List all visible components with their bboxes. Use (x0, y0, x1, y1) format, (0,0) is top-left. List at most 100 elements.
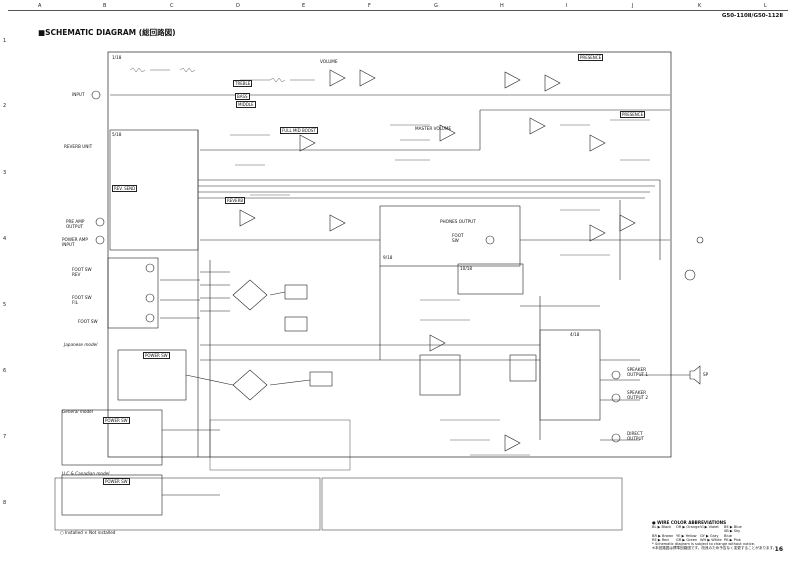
board-4-18-label: 4/18 (570, 332, 580, 337)
frame-top-line (8, 10, 788, 11)
page-number: 16 (774, 546, 783, 553)
foot-sw-label: FOOT SW (452, 233, 464, 243)
power-amp-input-label: POWER AMP INPUT (62, 237, 88, 247)
foot-board-outline (457, 263, 524, 295)
foot-sw-fil-label: FOOT SW FIL (72, 295, 92, 305)
phones-board-outline (379, 205, 521, 267)
legend-item: OR ▶ Orange (676, 525, 700, 530)
input-label: INPUT (72, 92, 85, 97)
power-transformer (419, 354, 461, 396)
foot-sw-rev-label: FOOT SW REV (72, 267, 92, 277)
foot-sw-2-label: FOOT SW (78, 319, 98, 324)
wire-color-legend: ● WIRE COLOR ABBREVIATIONS BL ▶ Black OR … (652, 520, 777, 551)
opamp-1 (329, 69, 346, 87)
reverb-label: REVERB (225, 197, 246, 204)
grid-row: 2 (3, 103, 7, 109)
notes-frame (209, 419, 351, 471)
legend-item: GY ▶ Gray (700, 533, 719, 538)
opamp-11 (589, 224, 606, 242)
grid-col: B (103, 3, 107, 9)
parts-table-frame (321, 477, 623, 531)
grid-col: D (236, 3, 240, 9)
grid-row: 4 (3, 236, 7, 242)
reverb-unit-label: REVERB UNIT (64, 144, 93, 149)
opamp-12 (619, 214, 636, 232)
opamp-6 (439, 124, 456, 142)
legend-item: RE ▶ Red (652, 537, 669, 542)
opamp-14 (504, 434, 521, 452)
foot-sw-block (107, 257, 159, 329)
sp-label: SP (703, 372, 709, 377)
board-5-18-label: 5/18 (112, 132, 122, 137)
legend-item: BL ▶ Black (652, 525, 672, 530)
page-title: ■SCHEMATIC DIAGRAM (総回路図) (38, 28, 176, 37)
grid-col: J (632, 3, 634, 9)
opamp-10 (329, 214, 346, 232)
volume-label: VOLUME (320, 59, 338, 64)
legend-heading: ● WIRE COLOR ABBREVIATIONS (652, 520, 727, 525)
power-amp-board-outline (539, 329, 601, 421)
grid-col: F (368, 3, 371, 9)
legend-note-1: * Schematic diagram is subject to change… (652, 542, 756, 547)
opamp-3 (504, 71, 521, 89)
grid-row: 3 (3, 170, 7, 176)
presence-label-2: PRESENCE (620, 111, 646, 118)
grid-col: I (566, 3, 568, 9)
board-1-18-label: 1/18 (112, 55, 122, 60)
legend-item: BR ▶ Brown (652, 533, 674, 538)
grid-col: E (302, 3, 306, 9)
bridge-rectifier-2 (232, 369, 268, 401)
power-sw-label-1: POWER SW (143, 352, 170, 359)
legend-item: BE ▶ Blue (724, 525, 742, 530)
opamp-9 (239, 209, 256, 227)
legend-note-2: ※本回路図は標準回路図です。改良のため予告なく変更することがあります。 (652, 546, 777, 551)
main-board-outline (107, 51, 672, 458)
component-detail (129, 67, 650, 456)
opamp-7 (529, 117, 546, 135)
full-mid-boost-label: FULL MID BOOST (280, 127, 318, 134)
grid-row: 6 (3, 368, 7, 374)
opamp-4 (544, 74, 561, 92)
master-volume-label: MASTER VOLUME (415, 126, 452, 131)
regulator-1 (284, 284, 308, 300)
voltage-table-frame (54, 477, 321, 531)
general-model-label: General model (62, 409, 93, 414)
grid-col: H (500, 3, 504, 9)
opamp-2 (359, 69, 376, 87)
uc-model-label: U.C & Canadian model (62, 471, 110, 476)
treble-label: TREBLE (233, 80, 253, 87)
speaker-symbol (689, 365, 701, 385)
opamp-5 (299, 134, 316, 152)
installed-note: ○ Installed × Not installed (60, 530, 116, 535)
regulator-3 (309, 371, 333, 387)
grid-row: 5 (3, 302, 7, 308)
reverb-send-label: REV. SEND (112, 185, 138, 192)
japanese-model-label: Japanese model (64, 342, 98, 347)
legend-item: GR ▶ Green (676, 537, 698, 542)
grid-col: G (434, 3, 438, 9)
legend-item: YE ▶ Yellow (676, 533, 697, 538)
speaker-output-1-label: SPEAKER OUTPUT 1 (627, 367, 649, 377)
power-sw-label-2: POWER SW (103, 417, 130, 424)
board-9-18-label: 9/18 (383, 255, 393, 260)
legend-item: SB ▶ Sky Blue (724, 529, 741, 538)
board-10-18-label: 10/18 (460, 266, 473, 271)
pre-amp-output-label: PRE AMP OUTPUT (66, 219, 85, 229)
legend-item: PK ▶ Pink (724, 537, 742, 542)
grid-col: A (38, 3, 42, 9)
grid-col: C (170, 3, 174, 9)
grid-col: L (764, 3, 767, 9)
regulator-2 (284, 316, 308, 332)
opamp-8 (589, 134, 606, 152)
bridge-rectifier-1 (232, 279, 268, 311)
grid-row: 8 (3, 500, 7, 506)
speaker-output-2-label: SPEAKER OUTPUT 2 (627, 390, 649, 400)
power-sw-label-3: POWER SW (103, 478, 130, 485)
grid-row-labels: 1 2 3 4 5 6 7 8 (3, 0, 11, 561)
grid-col: K (698, 3, 702, 9)
grid-row: 1 (3, 38, 7, 44)
direct-output-label: DIRECT OUTPUT (627, 431, 645, 441)
